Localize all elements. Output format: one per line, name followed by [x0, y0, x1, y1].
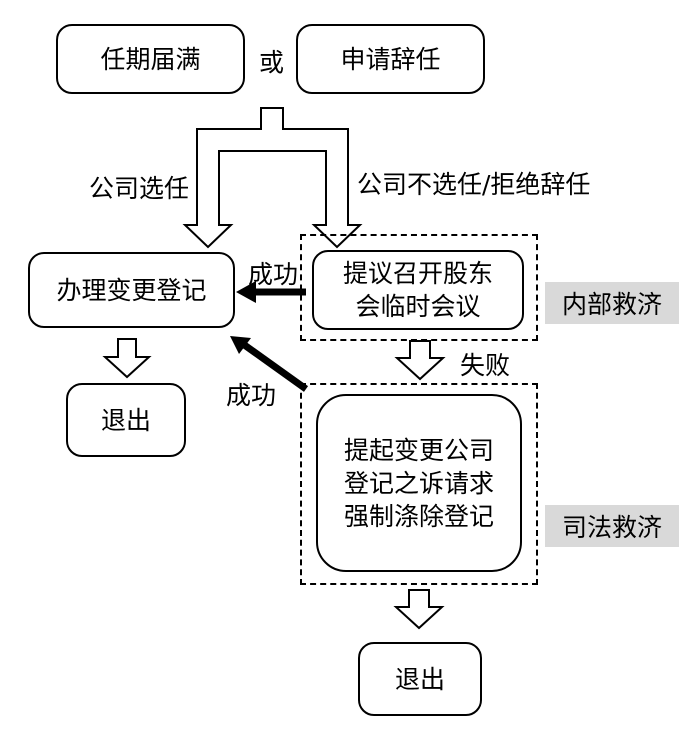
node-register-change-text: 办理变更登记 — [56, 275, 207, 305]
node-propose-meeting: 提议召开股东 会临时会议 — [312, 250, 524, 330]
node-propose-meeting-line-1: 提议召开股东 — [342, 259, 493, 288]
node-resign: 申请辞任 — [296, 24, 485, 94]
success-arrow-1-head — [236, 281, 256, 303]
hollow-arrow-to-exit-1 — [102, 338, 152, 379]
group-judicial-remedy — [300, 383, 538, 585]
edge-label-company-not-reelect: 公司不选任/拒绝辞任 — [357, 170, 591, 199]
tag-judicial-remedy: 司法救济 — [545, 505, 679, 547]
hollow-arrow-fail — [394, 340, 446, 381]
label-or: 或 — [259, 48, 285, 77]
node-lawsuit-line-1: 提起变更公司 — [343, 435, 494, 465]
success-arrow-2-head — [230, 336, 251, 354]
node-lawsuit: 提起变更公司 登记之诉请求 强制涤除登记 — [316, 394, 522, 572]
node-propose-meeting-line-2: 会临时会议 — [355, 292, 481, 321]
edge-label-fail: 失败 — [460, 351, 511, 380]
hollow-arrow-to-exit-2 — [393, 589, 445, 630]
node-exit-2-text: 退出 — [394, 664, 445, 694]
split-hollow-arrow — [182, 107, 363, 249]
node-exit-1: 退出 — [66, 383, 186, 457]
group-internal-remedy — [300, 234, 538, 341]
edge-label-success-1: 成功 — [248, 260, 299, 289]
node-exit-2: 退出 — [358, 642, 482, 716]
success-arrow-2-shaft — [240, 341, 309, 392]
node-resign-text: 申请辞任 — [340, 44, 441, 74]
node-lawsuit-line-3: 强制涤除登记 — [343, 501, 494, 531]
node-register-change: 办理变更登记 — [28, 252, 235, 328]
node-lawsuit-line-2: 登记之诉请求 — [343, 468, 494, 498]
node-exit-1-text: 退出 — [100, 405, 151, 435]
edge-label-company-reelect: 公司选任 — [89, 174, 190, 203]
edge-label-success-2: 成功 — [226, 381, 277, 410]
tag-internal-remedy: 内部救济 — [545, 282, 679, 324]
node-term-expiry: 任期届满 — [56, 24, 245, 94]
node-term-expiry-text: 任期届满 — [100, 44, 201, 74]
